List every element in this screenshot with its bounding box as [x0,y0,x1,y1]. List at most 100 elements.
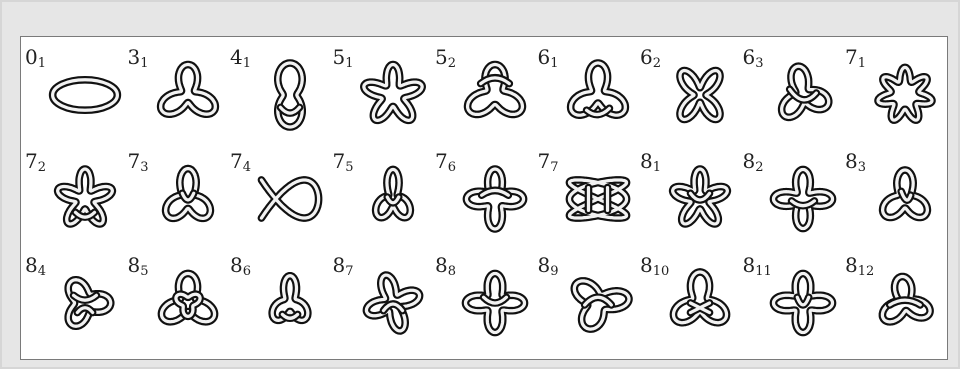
knot-cell: 31 [124,37,227,141]
knot-label: 52 [435,47,456,70]
knot-cell: 89 [534,245,637,349]
knot-cell: 88 [431,245,534,349]
knot-cell: 74 [226,141,329,245]
knot-crossing-number: 6 [538,45,551,69]
knot-cell: 63 [739,37,842,141]
knot-tube-outline [278,63,302,127]
knot-cell: 77 [534,141,637,245]
knot-diagram [455,263,535,343]
knot-cell: 62 [636,37,739,141]
knot-diagram [865,55,945,135]
knot-cell: 811 [739,245,842,349]
knot-crossing-number: 7 [435,149,448,173]
knot-tube-outline [375,169,410,217]
knot-label: 61 [538,47,559,70]
knot-label: 88 [435,255,456,278]
knot-cell: 72 [21,141,124,245]
knot-cell: 01 [21,37,124,141]
knot-cell: 76 [431,141,534,245]
knot-diagram [660,159,740,239]
knot-label: 76 [435,151,456,174]
knot-cell: 52 [431,37,534,141]
knot-tube-outline [165,169,210,219]
knot-label: 83 [845,151,866,174]
knot-diagram [148,159,228,239]
knot-cell: 81 [636,141,739,245]
knot-cell: 82 [739,141,842,245]
knot-label: 85 [128,255,149,278]
knot-crossing-number: 7 [333,149,346,173]
knot-tube-highlight [466,169,523,229]
knot-crossing-number: 7 [230,149,243,173]
knot-diagram [148,55,228,135]
knot-crossing-number: 3 [128,45,141,69]
knot-crossing-number: 5 [435,45,448,69]
knot-label: 62 [640,47,661,70]
knot-cell: 61 [534,37,637,141]
knot-diagram [558,263,638,343]
knot-crossing-number: 8 [435,253,448,277]
knot-crossing-number: 8 [230,253,243,277]
knot-crossing-number: 8 [743,253,756,277]
knot-diagram [455,55,535,135]
knot-cell: 73 [124,141,227,245]
knot-label: 31 [128,47,149,70]
knot-crossing-number: 4 [230,45,243,69]
knot-diagram [45,263,125,343]
knot-crossing-number: 8 [538,253,551,277]
knot-tube-outline [272,276,308,321]
knot-diagram [865,159,945,239]
knot-crossing-number: 8 [845,149,858,173]
knot-crossing-number: 6 [743,45,756,69]
knot-tube-outline [773,169,832,228]
knot-crossing-number: 8 [25,253,38,277]
knot-diagram [45,159,125,239]
knot-tube-outline [160,65,215,115]
knot-diagram [250,263,330,343]
knot-cell: 51 [329,37,432,141]
knot-diagram [660,55,740,135]
knot-cell: 86 [226,245,329,349]
knot-diagram [660,263,740,343]
knot-cell: 85 [124,245,227,349]
knot-crossing-number: 7 [538,149,551,173]
knot-tube-outline [468,65,523,115]
knot-diagram [455,159,535,239]
knot-diagram [250,55,330,135]
knot-label: 86 [230,255,251,278]
knot-tube-highlight [680,71,720,120]
knot-label: 71 [845,47,866,70]
knot-diagram [148,263,228,343]
knot-crossing-number: 5 [333,45,346,69]
knot-diagram [558,55,638,135]
knot-label: 89 [538,255,559,278]
knot-diagram [45,55,125,135]
knot-diagram [353,159,433,239]
knot-tube-outline [570,63,625,115]
knot-tube-outline [680,71,720,120]
knot-crossing-number: 8 [128,253,141,277]
knot-label: 84 [25,255,46,278]
knot-diagram [353,55,433,135]
knot-cell: 41 [226,37,329,141]
knot-crossing-number: 0 [25,45,38,69]
knot-cell: 83 [841,141,944,245]
knot-label: 73 [128,151,149,174]
knot-tube-outline [673,272,726,323]
knot-label: 72 [25,151,46,174]
knot-diagram [763,159,843,239]
knot-diagram [763,55,843,135]
knot-diagram [250,159,330,239]
knot-crossing-number: 7 [25,149,38,173]
knot-crossing-number: 8 [333,253,346,277]
knot-crossing-number: 8 [743,149,756,173]
knot-tube-highlight [53,80,118,110]
knot-label: 75 [333,151,354,174]
knot-cell: 810 [636,245,739,349]
knot-label: 63 [743,47,764,70]
knot-tube-outline [466,169,523,229]
knot-diagram [763,263,843,343]
knot-cell: 87 [329,245,432,349]
knot-label: 82 [743,151,764,174]
